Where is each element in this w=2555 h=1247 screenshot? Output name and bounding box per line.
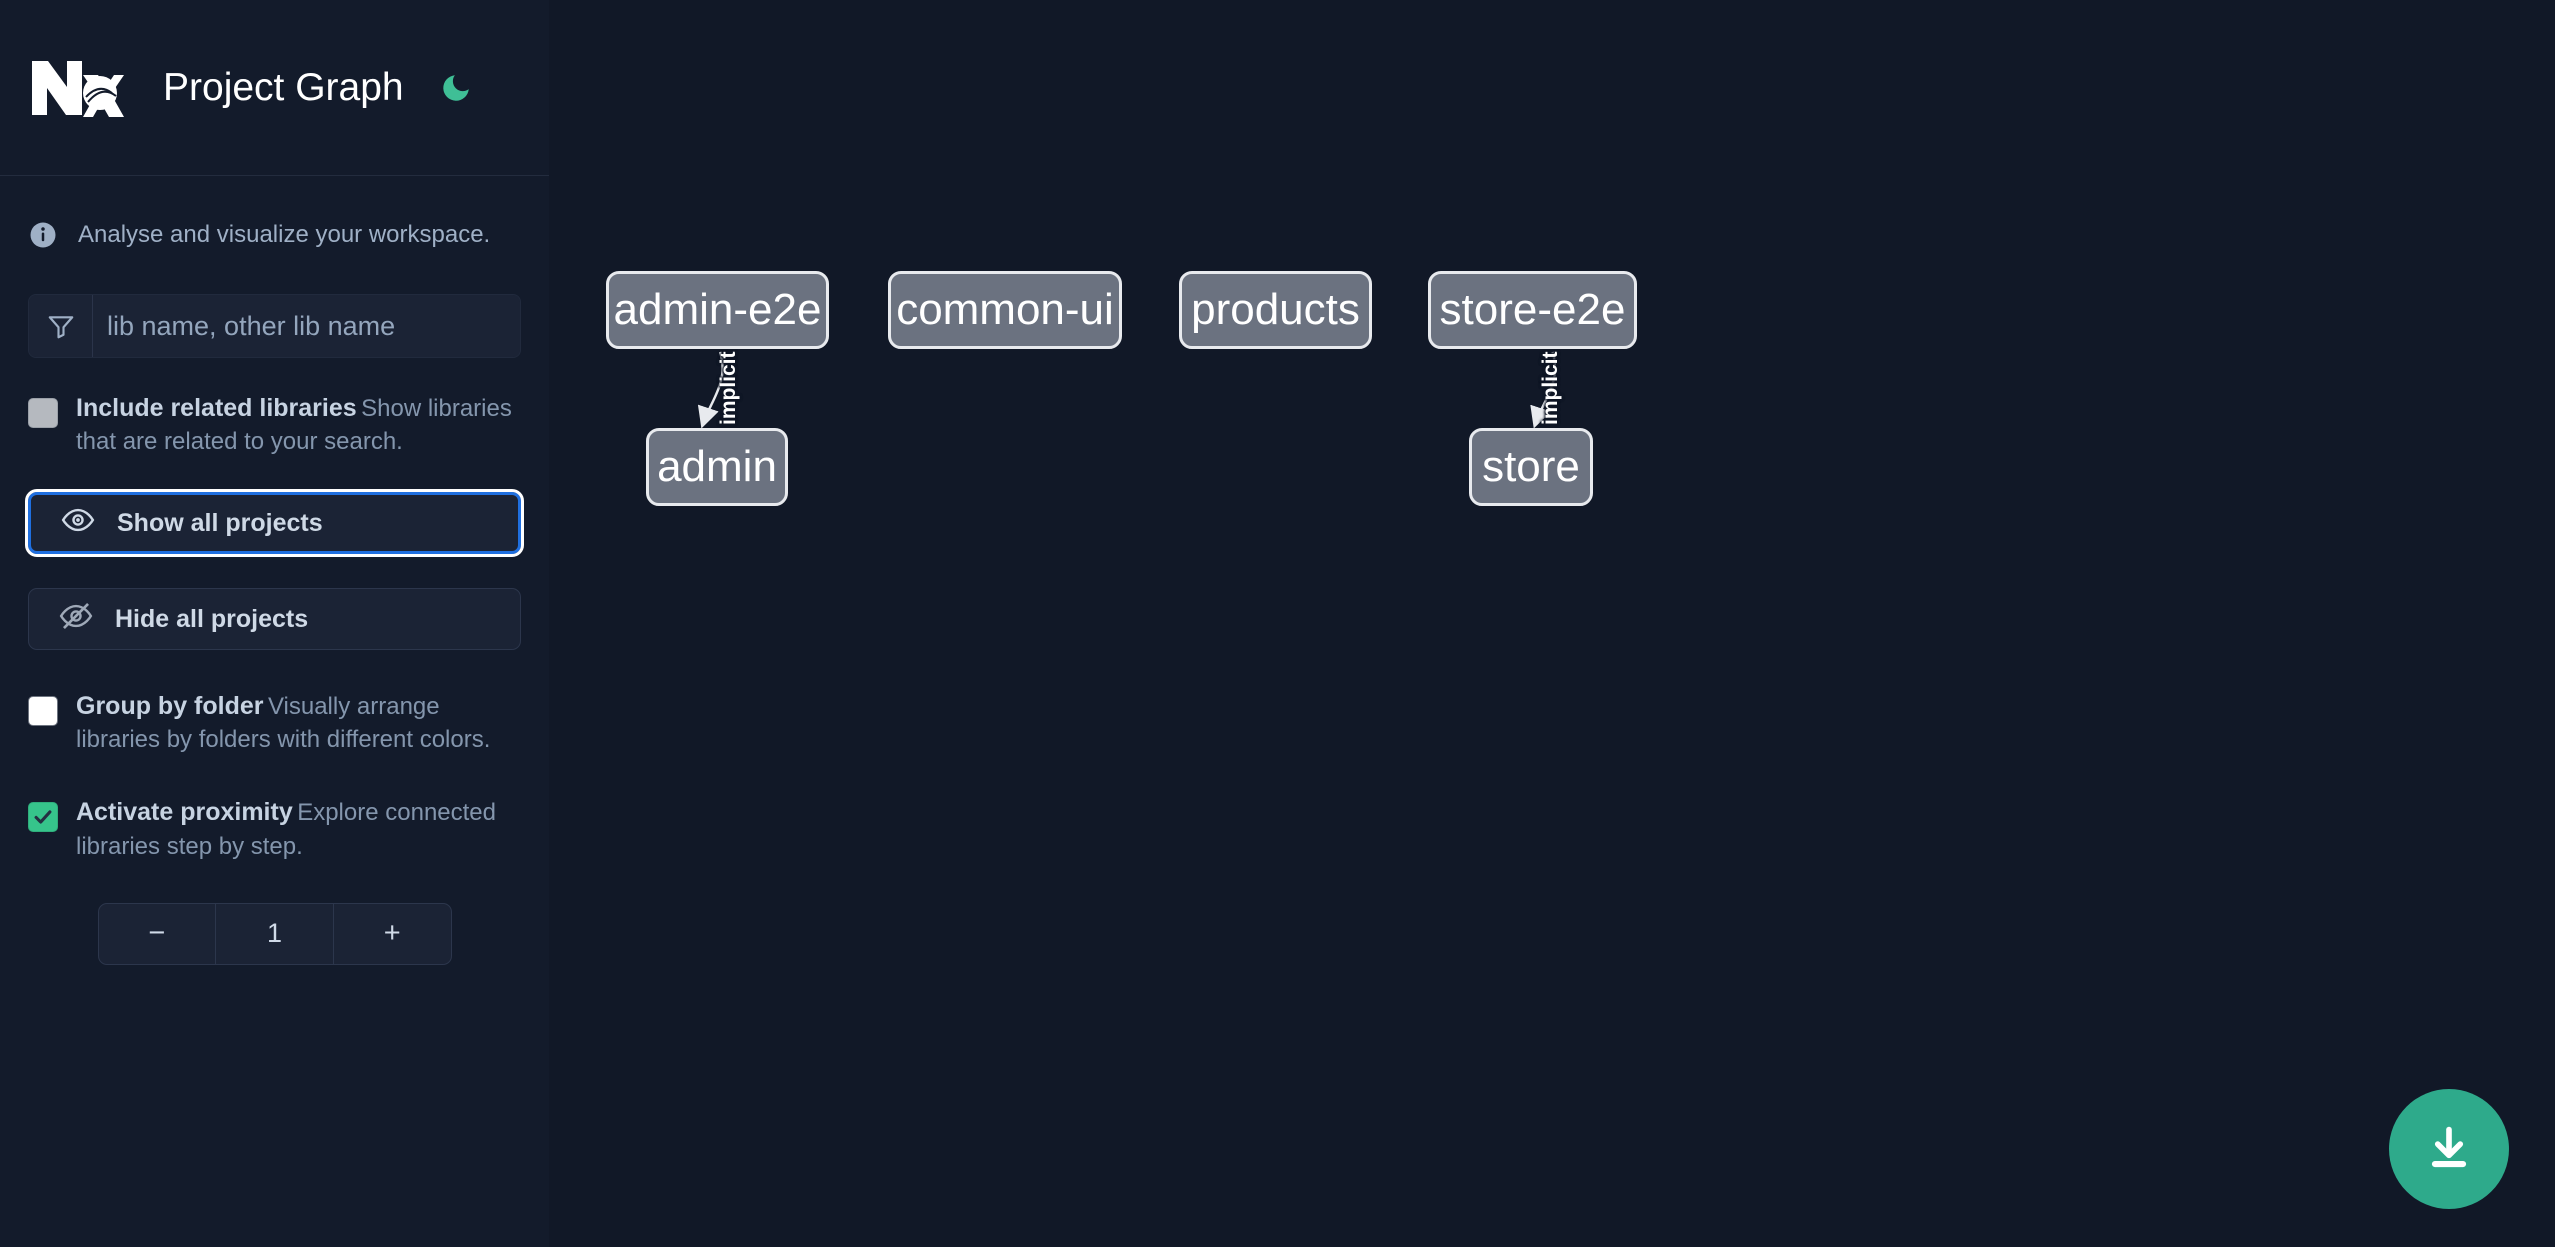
- option-label: Include related libraries: [76, 394, 357, 422]
- graph-node-products[interactable]: products: [1179, 271, 1372, 349]
- activate-proximity-checkbox[interactable]: [28, 802, 58, 833]
- proximity-increment-button[interactable]: +: [332, 903, 451, 964]
- workspace-tagline: Analyse and visualize your workspace.: [28, 176, 521, 294]
- sidebar-header: Project Graph: [0, 0, 549, 176]
- graph-node-store[interactable]: store: [1469, 428, 1593, 506]
- graph-node-admin-e2e[interactable]: admin-e2e: [606, 271, 829, 349]
- sidebar: Project Graph Analyse and visualize your…: [0, 0, 549, 1247]
- sidebar-body: Analyse and visualize your workspace. In…: [0, 176, 549, 965]
- project-graph-canvas[interactable]: implicit implicit admin-e2e common-ui pr…: [549, 0, 2555, 1247]
- graph-node-store-e2e[interactable]: store-e2e: [1428, 271, 1637, 349]
- eye-icon: [61, 503, 95, 544]
- proximity-stepper[interactable]: − 1 +: [97, 902, 452, 965]
- include-related-libraries-checkbox[interactable]: [28, 398, 58, 428]
- option-group-by-folder[interactable]: Group by folder Visually arrange librari…: [28, 690, 521, 756]
- search-input[interactable]: [93, 295, 520, 357]
- eye-off-icon: [59, 599, 93, 640]
- hide-all-projects-button[interactable]: Hide all projects: [28, 588, 521, 651]
- proximity-value: 1: [215, 903, 333, 964]
- option-description: Show libraries that are related to your …: [76, 395, 512, 456]
- option-label: Group by folder: [76, 692, 264, 721]
- filter-funnel-icon: [29, 295, 93, 357]
- info-icon: [28, 220, 58, 250]
- nx-logo-icon: [28, 57, 124, 119]
- proximity-decrement-button[interactable]: −: [148, 917, 166, 950]
- option-description: Visually arrange libraries by folders wi…: [76, 693, 491, 754]
- moon-icon[interactable]: [436, 68, 476, 108]
- hide-all-projects-label: Hide all projects: [115, 604, 309, 633]
- show-all-projects-label: Show all projects: [117, 508, 323, 537]
- show-all-projects-button[interactable]: Show all projects: [25, 489, 524, 558]
- graph-node-common-ui[interactable]: common-ui: [888, 271, 1122, 349]
- group-by-folder-checkbox[interactable]: [28, 696, 58, 727]
- graph-edges: [697, 351, 1557, 429]
- page-title: Project Graph: [163, 65, 404, 109]
- tagline-text: Analyse and visualize your workspace.: [78, 221, 491, 248]
- option-include-related-libraries[interactable]: Include related libraries Show libraries…: [28, 392, 521, 458]
- graph-node-admin[interactable]: admin: [646, 428, 788, 506]
- option-label: Activate proximity: [76, 798, 293, 827]
- edge-label-implicit-store: implicit: [1539, 351, 1562, 425]
- edge-label-implicit-admin: implicit: [717, 351, 740, 425]
- download-graph-button[interactable]: [2389, 1089, 2509, 1209]
- option-description: Explore connected libraries step by step…: [76, 799, 496, 860]
- option-activate-proximity[interactable]: Activate proximity Explore connected lib…: [28, 796, 521, 862]
- search-field[interactable]: [28, 294, 521, 358]
- download-icon: [2423, 1122, 2475, 1177]
